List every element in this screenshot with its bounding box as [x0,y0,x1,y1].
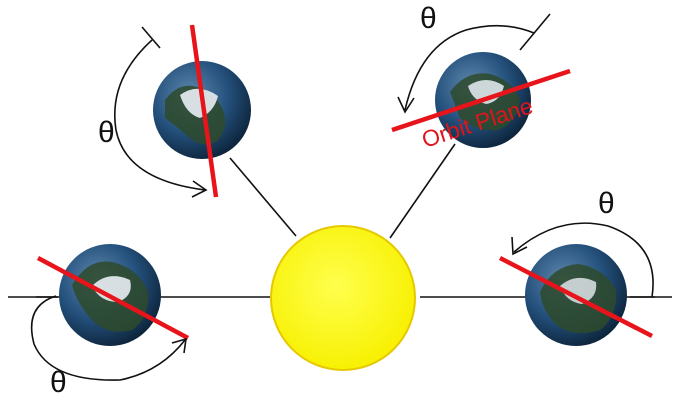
theta-label-upper-left: θ [98,116,115,149]
earth-ice [560,277,597,304]
rotation-arrows [30,13,655,381]
angle-tick-upper-right [519,13,551,51]
orbit-line-upper-right [389,143,456,239]
orbit-plane-line [498,255,654,339]
earth-upper-left [153,24,251,198]
rotation-arc-upper-right [404,24,535,111]
sun [270,225,416,371]
orbit-line-upper-left [229,157,297,237]
arrowhead-upper-right [397,96,415,114]
theta-label-upper-right: θ [420,2,437,35]
theta-label-right: θ [598,187,615,220]
earth-right [498,244,654,346]
rotation-axis [189,24,219,198]
orbit-plane-line [36,256,190,340]
earth-ice [180,88,218,118]
rotation-arc-right [513,222,654,298]
earth-ice [92,276,131,302]
theta-label-left: θ [50,366,67,399]
rotation-arc-upper-left [114,39,206,191]
earth-left [36,244,190,346]
orbit-plane-line-upper-right [391,68,571,133]
arrowhead-upper-left [191,180,208,198]
arrowhead-left [171,337,187,354]
arrowhead-right [511,236,528,256]
angle-tick-upper-left [141,26,161,49]
rotation-arc-left [30,295,186,381]
